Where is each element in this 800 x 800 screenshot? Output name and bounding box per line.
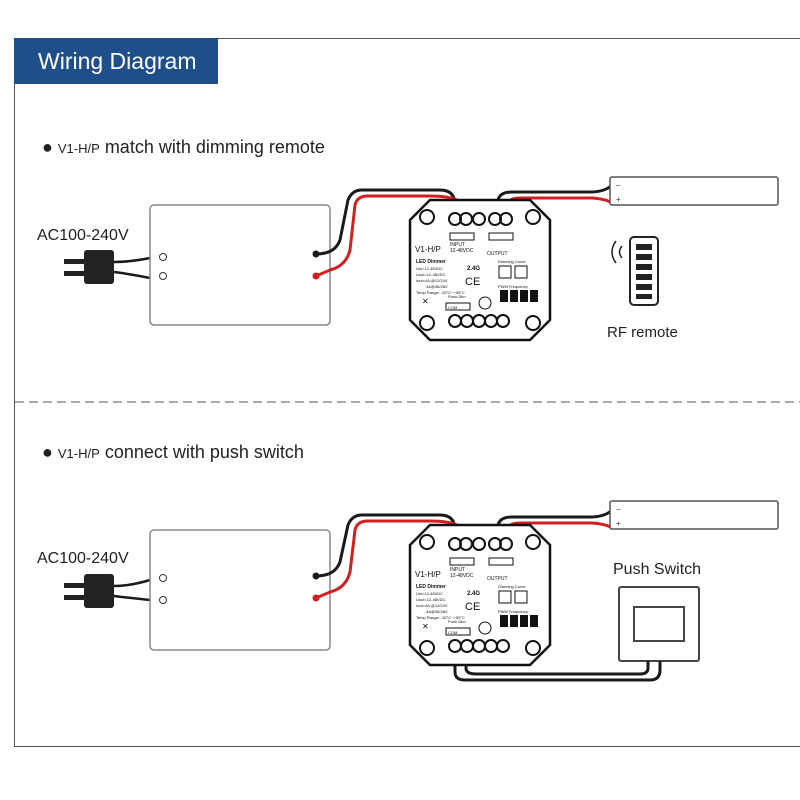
bullet-dot: ● <box>42 137 53 157</box>
section2-ac-label: AC100-240V <box>37 550 129 567</box>
section2-ps-line2: 12-48VDC <box>182 581 248 597</box>
section1-ps-line2: 12-48VDC <box>182 257 248 273</box>
section1-ps-line1: Power Supply <box>182 239 269 255</box>
section1-model: V1-H/P <box>57 141 100 156</box>
section1-strip-label: Single color LED strip <box>644 184 760 198</box>
section1-heading-text: match with dimming remote <box>104 137 325 157</box>
section2-heading-text: connect with push switch <box>104 442 304 462</box>
push-switch-label: Push Switch <box>613 561 702 578</box>
section2-heading: ● V1-H/P connect with push switch <box>42 442 304 463</box>
page-title: Wiring Diagram <box>14 38 218 84</box>
section2-ps-line1: Power Supply <box>182 564 269 580</box>
section2-model: V1-H/P <box>57 446 100 461</box>
diagram-frame <box>14 38 800 747</box>
section1-heading: ● V1-H/P match with dimming remote <box>42 137 325 158</box>
section2-strip-label: Single color LED strip <box>644 508 760 522</box>
section1-ac-label: AC100-240V <box>37 227 129 244</box>
rf-remote-label: RF remote <box>607 324 678 341</box>
section1-ps-line3: Constant Voltage <box>182 275 289 291</box>
section2-ps-line3: Constant Voltage <box>182 598 289 614</box>
bullet-dot: ● <box>42 442 53 462</box>
